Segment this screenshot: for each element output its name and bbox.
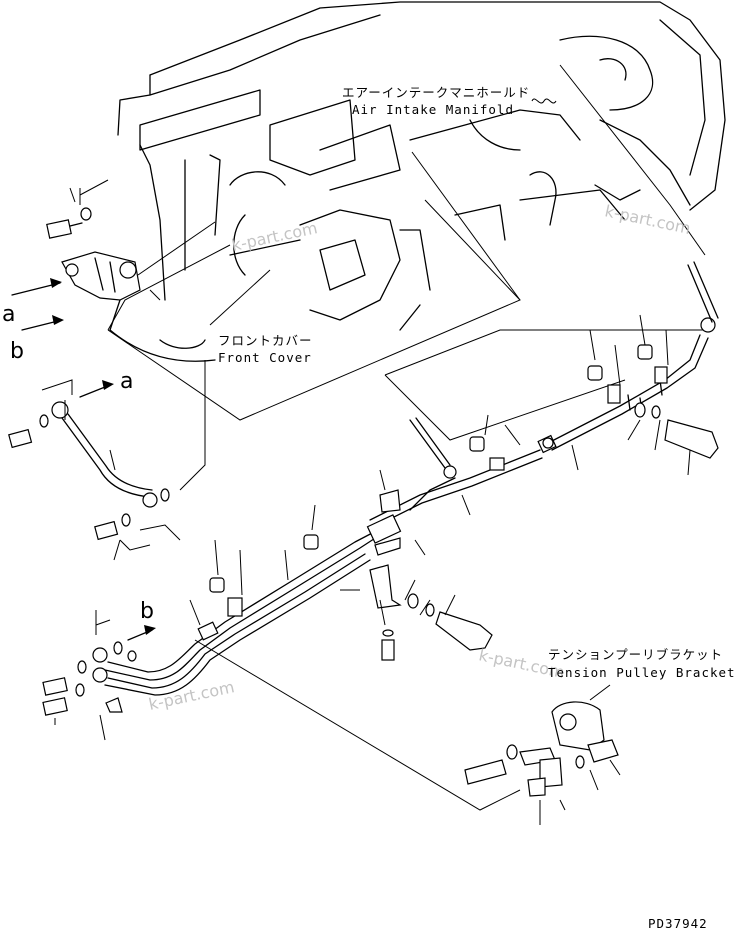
left-upper-assembly <box>46 179 161 301</box>
washer <box>39 414 49 428</box>
clamp <box>379 489 401 513</box>
left-pipe-assembly <box>8 379 181 551</box>
washer <box>506 744 518 760</box>
tension-pulley-label-jp: テンションプーリブラケット <box>548 647 723 662</box>
drawing-number: PD37942 <box>648 916 708 931</box>
nut-face <box>542 437 554 449</box>
engine-block <box>109 1 726 362</box>
connector-block <box>61 251 141 301</box>
nut <box>637 344 653 360</box>
front-cover-label-jp: フロントカバー <box>218 333 313 348</box>
eye-joint <box>51 401 69 419</box>
bolt <box>42 697 68 716</box>
washer <box>113 641 123 655</box>
callout-b-label: b <box>10 339 24 364</box>
clip <box>105 697 123 713</box>
bolt <box>46 219 72 239</box>
clip <box>527 777 546 797</box>
bolt <box>664 419 719 459</box>
callout-a-label: a <box>120 369 133 394</box>
clamp <box>197 621 219 641</box>
tension-pulley-bracket <box>464 701 621 825</box>
eye-joint <box>92 647 108 663</box>
front-cover-label-en: Front Cover <box>218 350 312 365</box>
clamp <box>366 514 402 544</box>
watermark-text: k-part.com <box>230 218 319 255</box>
bracket <box>369 564 402 609</box>
bolt <box>8 428 33 449</box>
clamp <box>374 537 401 556</box>
callout-arrows <box>11 278 156 641</box>
front-cover-outline <box>107 199 521 421</box>
washer <box>80 207 92 221</box>
nut <box>303 534 319 550</box>
washer <box>77 660 87 674</box>
rod <box>409 419 446 469</box>
label-wave <box>531 98 557 104</box>
watermark-text: k-part.com <box>147 677 236 714</box>
nut <box>209 577 225 593</box>
air-intake-label-en: Air Intake Manifold <box>352 102 514 117</box>
eye-joint <box>443 465 457 479</box>
washer <box>575 755 585 769</box>
clip <box>607 384 621 404</box>
eye-joint <box>92 667 108 683</box>
watermarks: k-part.com k-part.com k-part.com k-part.… <box>147 201 692 714</box>
air-intake-label-jp: エアーインテークマニホールド <box>342 85 530 100</box>
nut <box>469 436 485 452</box>
lower-left-assembly <box>42 610 137 716</box>
front-cover-edge <box>107 244 231 331</box>
washer <box>382 629 394 637</box>
washer <box>425 603 435 617</box>
washer <box>407 593 419 609</box>
washer <box>75 683 85 697</box>
leader-lines <box>137 64 706 811</box>
long-pipes <box>104 317 716 696</box>
washer <box>651 405 661 419</box>
port <box>119 261 137 279</box>
eye-joint <box>142 492 158 508</box>
clip <box>654 366 668 384</box>
washer <box>160 488 170 502</box>
washer <box>127 650 137 662</box>
callout-b-label: b <box>140 599 154 624</box>
watermark-text: k-part.com <box>603 201 692 238</box>
port <box>65 263 79 277</box>
pulley-hole <box>559 713 577 731</box>
bolt <box>587 739 619 763</box>
bolt <box>381 639 395 661</box>
labels: エアーインテークマニホールド Air Intake Manifold フロントカ… <box>2 85 736 931</box>
bolt <box>435 611 493 651</box>
clip <box>489 457 505 471</box>
hardware <box>209 344 719 661</box>
bolt <box>464 759 507 785</box>
clip <box>227 597 243 617</box>
tension-pulley-label-en: Tension Pulley Bracket <box>548 665 736 680</box>
washer <box>634 402 646 418</box>
eye-joint <box>700 317 716 333</box>
nut <box>587 365 603 381</box>
callout-a-label: a <box>2 302 15 327</box>
bolt <box>94 520 119 541</box>
washer <box>121 513 131 527</box>
bolt <box>42 677 68 696</box>
part-leaders <box>54 187 691 741</box>
